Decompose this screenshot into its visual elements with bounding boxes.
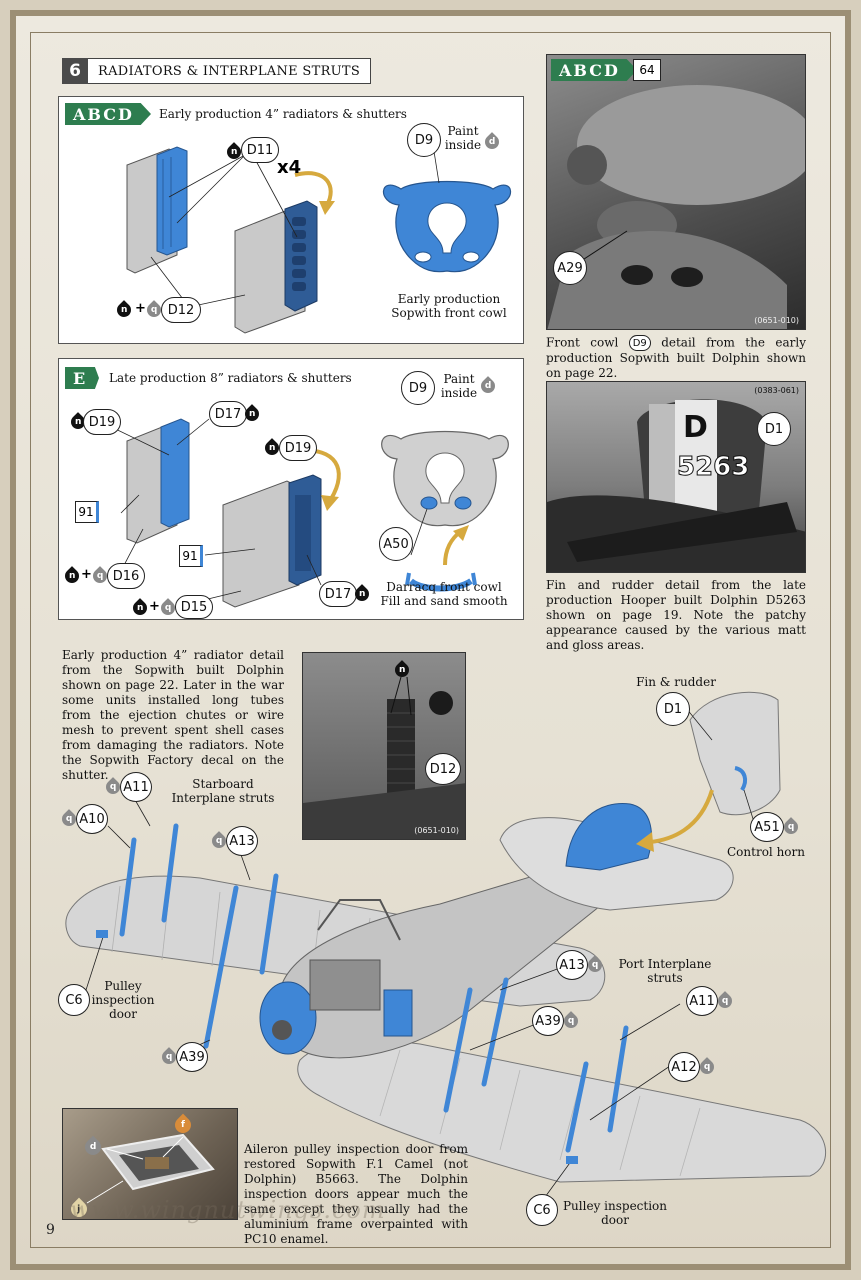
photo2-marking-d: D [683,410,708,445]
callout-a39-port: A39 [532,1006,564,1036]
step-number: 6 [62,58,88,84]
plus-sign-d15: + [149,599,160,614]
photo3-code: (0651-010) [414,826,459,835]
badge-e: E [65,367,99,389]
photo1-code: (0651-010) [754,316,799,325]
callout-d11: D11 [241,137,279,163]
plus-sign-d16: + [81,567,92,582]
aileron-door-text: Aileron pulley inspection door from rest… [244,1142,468,1246]
photo1-callout-a29: A29 [553,251,587,285]
photo4-shapes [86,1133,215,1204]
photo1-caption-ref-d9: D9 [628,335,651,351]
photo3-shapes [303,676,465,839]
callout-d9-early: D9 [407,123,441,157]
page-inner-border [30,32,831,1248]
callout-d9-late: D9 [401,371,435,405]
late-caption: Late production 8” radiators & shutters [109,371,352,385]
callout-a12: A12 [668,1052,700,1082]
page-number: 9 [46,1222,55,1238]
callout-d19-upper: D19 [83,409,121,435]
decal-91-lower: 91 [179,545,203,567]
watermark: www.wingnutwings.com [70,1196,386,1224]
callout-a50: A50 [379,527,413,561]
callout-a10: A10 [76,804,108,834]
panel-early-radiators: ABCD Early production 4” radiators & shu… [58,96,524,344]
callout-d19-lower: D19 [279,435,317,461]
radiator-detail-text: Early production 4” radiator detail from… [62,648,284,782]
decal-91-upper: 91 [75,501,99,523]
callout-a13-port: A13 [556,950,588,980]
callout-a11-starboard: A11 [120,772,152,802]
early-radiator-drawing [126,144,512,334]
late-radiator-drawing [98,418,509,608]
callout-a39-starboard: A39 [176,1042,208,1072]
photo2-marking-num: 5263 [676,452,750,483]
callout-d12: D12 [161,297,201,323]
photo2-code: (0383-061) [754,386,799,395]
callout-a11-port: A11 [686,986,718,1016]
photo-fin-rudder: D 5263 (0383-061) D1 [546,381,806,573]
control-horn-label: Control horn [727,845,805,859]
badge-abcd: ABCD [65,103,151,125]
fin-rudder-label: Fin & rudder [636,675,716,689]
photo-front-cowl: ABCD 64 A29 (0651-010) [546,54,806,330]
callout-d17-lower: D17 [319,581,357,607]
photo-fin-shapes [547,399,805,572]
photo-radiator-detail: n D12 (0651-010) [302,652,466,840]
photo-cowl-shapes [547,85,805,329]
callout-a51: A51 [750,812,784,842]
callout-c6-starboard: C6 [58,984,90,1016]
callout-d1-assembly: D1 [656,692,690,726]
callout-d16: D16 [107,563,145,589]
plus-sign-early: + [135,301,146,316]
callout-c6-port: C6 [526,1194,558,1226]
early-caption: Early production 4” radiators & shutters [159,107,407,121]
section-title: RADIATORS & INTERPLANE STRUTS [88,58,372,84]
multiplier-x4: x4 [277,157,302,178]
photo1-caption: Front cowl D9 detail from the early prod… [546,335,806,380]
photo1-badge-abcd: ABCD [551,59,637,81]
photo1-badge-64: 64 [633,59,661,81]
callout-d17-upper: D17 [209,401,247,427]
photo2-callout-d1: D1 [757,412,791,446]
callout-d15: D15 [175,595,213,619]
photo2-caption: Fin and rudder detail from the late prod… [546,578,806,652]
photo3-callout-d12: D12 [425,753,461,785]
photo-aileron-door: d f j [62,1108,238,1220]
callout-a13-starboard: A13 [226,826,258,856]
panel-late-radiators: E Late production 8” radiators & shutter… [58,358,524,620]
